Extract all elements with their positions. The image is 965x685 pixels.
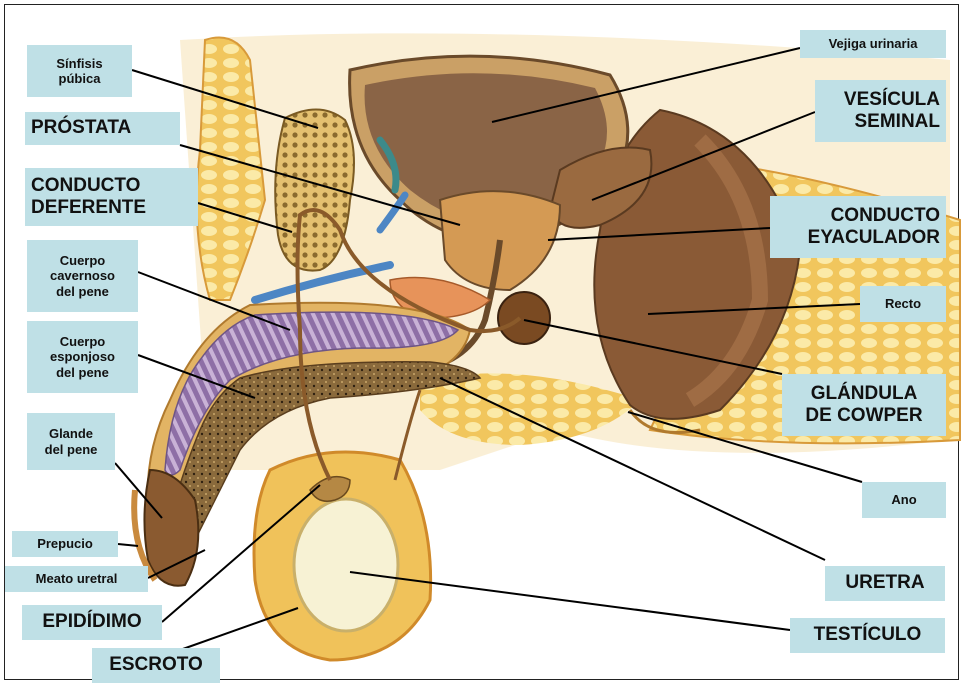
label-uretra: URETRA bbox=[825, 566, 945, 601]
label-conducto-deferente: CONDUCTO DEFERENTE bbox=[25, 168, 198, 226]
label-sinfisis-pubica: Sínfisis púbica bbox=[27, 45, 132, 97]
label-vejiga-urinaria: Vejiga urinaria bbox=[800, 30, 946, 58]
label-cuerpo-cavernoso: Cuerpo cavernoso del pene bbox=[27, 240, 138, 312]
leader-prepucio bbox=[118, 544, 138, 546]
label-prostata: PRÓSTATA bbox=[25, 112, 180, 145]
label-cuerpo-esponjoso: Cuerpo esponjoso del pene bbox=[27, 321, 138, 393]
label-ano: Ano bbox=[862, 482, 946, 518]
label-vesicula-seminal: VESÍCULA SEMINAL bbox=[815, 80, 946, 142]
label-recto: Recto bbox=[860, 286, 946, 322]
label-escroto: ESCROTO bbox=[92, 648, 220, 683]
label-prepucio: Prepucio bbox=[12, 531, 118, 557]
label-testiculo: TESTÍCULO bbox=[790, 618, 945, 653]
testis-shape bbox=[294, 499, 398, 631]
label-meato-uretral: Meato uretral bbox=[5, 566, 148, 592]
label-glande-del-pene: Glande del pene bbox=[27, 413, 115, 470]
cowper-gland-shape bbox=[498, 292, 550, 344]
label-glandula-de-cowper: GLÁNDULA DE COWPER bbox=[782, 374, 946, 436]
label-epididimo: EPIDÍDIMO bbox=[22, 605, 162, 640]
label-conducto-eyaculador: CONDUCTO EYACULADOR bbox=[770, 196, 946, 258]
